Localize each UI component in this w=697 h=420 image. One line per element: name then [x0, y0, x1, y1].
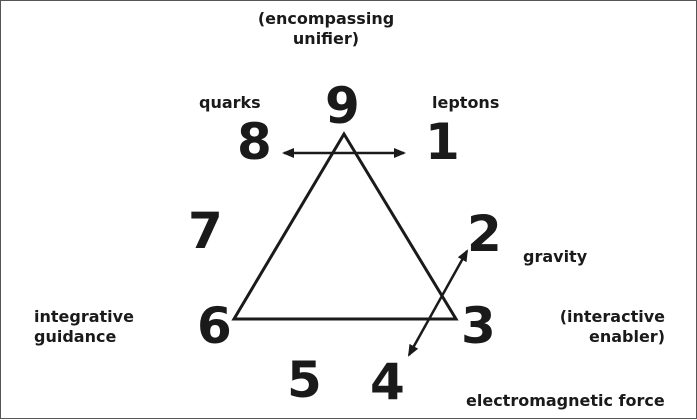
number-5: 5 — [287, 351, 322, 409]
label-integrative-guidance: integrative guidance — [34, 307, 134, 347]
label-encompassing-line1: (encompassing — [257, 9, 395, 28]
number-9: 9 — [325, 77, 360, 135]
label-integrative-line1: integrative — [34, 307, 134, 326]
number-2: 2 — [467, 205, 502, 263]
label-integrative-line2: guidance — [34, 327, 117, 346]
label-quarks: quarks — [199, 93, 261, 112]
label-interactive-line1: (interactive — [559, 307, 665, 326]
number-7: 7 — [188, 202, 223, 260]
number-4: 4 — [370, 353, 405, 411]
label-leptons: leptons — [432, 93, 500, 112]
arrow-4-2 — [407, 249, 469, 357]
label-encompassing-unifier: (encompassing unifier) — [246, 9, 406, 49]
label-interactive-enabler: (interactive enabler) — [541, 307, 665, 347]
enneagram-triangle — [231, 131, 459, 321]
label-gravity: gravity — [523, 247, 588, 266]
label-electromagnetic-force: electromagnetic force — [466, 391, 665, 410]
number-3: 3 — [461, 297, 496, 355]
label-interactive-line2: enabler) — [588, 327, 665, 346]
label-encompassing-line2: unifier) — [292, 29, 360, 48]
number-1: 1 — [425, 113, 460, 171]
number-6: 6 — [197, 297, 232, 355]
number-8: 8 — [237, 113, 272, 171]
